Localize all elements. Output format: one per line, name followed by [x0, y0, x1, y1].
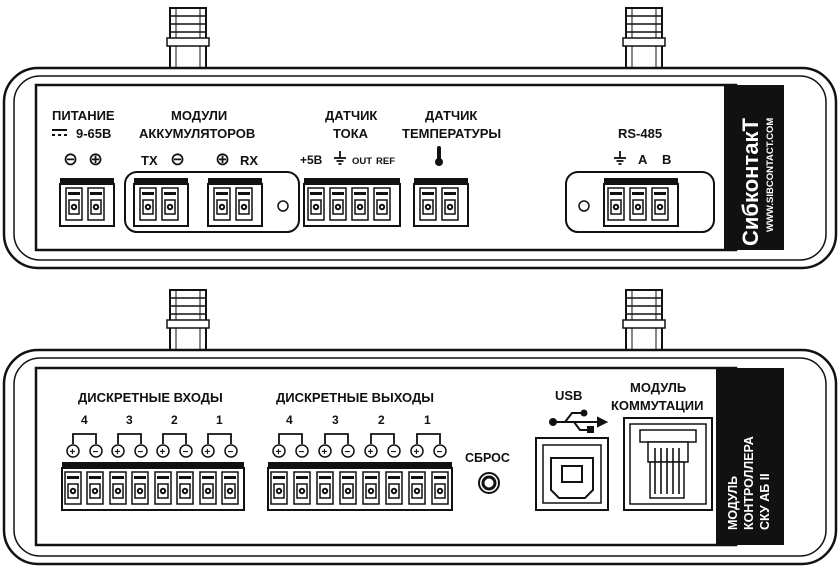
product-line-1: МОДУЛЬ: [726, 476, 740, 530]
power-terminal[interactable]: [59, 178, 115, 227]
out2-minus: −: [391, 447, 397, 458]
power-minus: ⊖: [63, 149, 78, 169]
in3-plus: +: [115, 447, 121, 458]
in2-plus: +: [160, 447, 166, 458]
battery-led: [277, 200, 289, 212]
input-channel-4: 4: [81, 413, 88, 427]
current-plus5v: +5В: [300, 153, 323, 167]
product-line-2: КОНТРОЛЛЕРА: [742, 436, 756, 530]
current-title-2: ТОКА: [333, 126, 369, 141]
current-title-1: ДАТЧИК: [325, 108, 377, 123]
brand-url: WWW.SIBCONTACT.COM: [765, 118, 776, 232]
rs485-b: B: [662, 152, 671, 167]
thermometer-icon: [435, 146, 443, 166]
inputs-polarity: + − + − + − + −: [66, 444, 238, 458]
outputs-brackets: [278, 433, 441, 444]
battery-plus: ⊕: [215, 149, 230, 169]
output-channel-2: 2: [378, 413, 385, 427]
battery-title-2: АККУМУЛЯТОРОВ: [139, 126, 255, 141]
output-channel-3: 3: [332, 413, 339, 427]
reset-label: СБРОС: [465, 451, 510, 465]
battery-tx: TX: [141, 153, 158, 168]
out3-minus: −: [345, 447, 351, 458]
usb-b-port[interactable]: [535, 437, 609, 511]
battery-title-1: МОДУЛИ: [171, 108, 227, 123]
brand-block: [724, 85, 784, 250]
rs485-title: RS-485: [618, 126, 662, 141]
out2-plus: +: [368, 447, 374, 458]
inputs-brackets: [72, 433, 232, 444]
reset-button[interactable]: [478, 472, 500, 494]
battery-group-outline: [124, 171, 300, 233]
top-panel: СибконтакТ WWW.SIBCONTACT.COM ПИТАНИЕ 9-…: [2, 7, 838, 270]
out1-plus: +: [414, 447, 420, 458]
battery-tx-terminal[interactable]: [133, 178, 189, 227]
temp-title-2: ТЕМПЕРАТУРЫ: [402, 126, 501, 141]
power-plus: ⊕: [88, 149, 103, 169]
power-title: ПИТАНИЕ: [52, 108, 115, 123]
brand-logo: СибконтакТ: [738, 118, 763, 246]
out4-minus: −: [299, 447, 305, 458]
product-block: [716, 368, 784, 545]
current-sensor-terminal[interactable]: [303, 178, 401, 227]
bottom-faceplate: [34, 366, 738, 547]
input-channel-3: 3: [126, 413, 133, 427]
rs485-group-outline: [565, 171, 715, 233]
battery-rx-terminal[interactable]: [207, 178, 263, 227]
current-out: OUT: [352, 156, 372, 167]
inputs-title: ДИСКРЕТНЫЕ ВХОДЫ: [78, 390, 223, 405]
outputs-title: ДИСКРЕТНЫЕ ВЫХОДЫ: [276, 390, 434, 405]
rs485-terminal[interactable]: [603, 178, 679, 227]
battery-minus: ⊖: [170, 149, 185, 169]
output-channel-1: 1: [424, 413, 431, 427]
in1-plus: +: [205, 447, 211, 458]
out4-plus: +: [276, 447, 282, 458]
outputs-polarity: + − + − + − + −: [272, 444, 447, 458]
in1-minus: −: [228, 447, 234, 458]
temp-title-1: ДАТЧИК: [425, 108, 477, 123]
current-ref: REF: [376, 156, 395, 167]
in4-plus: +: [70, 447, 76, 458]
rs485-a: A: [638, 152, 648, 167]
product-line-3: СКУ АБ II: [758, 473, 772, 530]
dc-symbol: [52, 129, 67, 136]
bottom-panel: МОДУЛЬ КОНТРОЛЛЕРА СКУ АБ II ДИСКРЕТНЫЕ …: [2, 289, 838, 566]
input-channel-1: 1: [216, 413, 223, 427]
output-channel-4: 4: [286, 413, 293, 427]
usb-label: USB: [555, 388, 582, 403]
in4-minus: −: [93, 447, 99, 458]
inputs-terminal[interactable]: [61, 462, 245, 511]
battery-rx: RX: [240, 153, 258, 168]
out3-plus: +: [322, 447, 328, 458]
rs485-led: [578, 200, 590, 212]
usb-icon: [549, 409, 609, 433]
rj-port[interactable]: [623, 417, 713, 511]
input-channel-2: 2: [171, 413, 178, 427]
power-voltage: 9-65В: [76, 126, 111, 141]
switch-title-2: КОММУТАЦИИ: [611, 398, 704, 413]
switch-title-1: МОДУЛЬ: [630, 380, 686, 395]
in3-minus: −: [138, 447, 144, 458]
in2-minus: −: [183, 447, 189, 458]
outputs-terminal[interactable]: [267, 462, 453, 511]
temp-sensor-terminal[interactable]: [413, 178, 469, 227]
out1-minus: −: [437, 447, 443, 458]
